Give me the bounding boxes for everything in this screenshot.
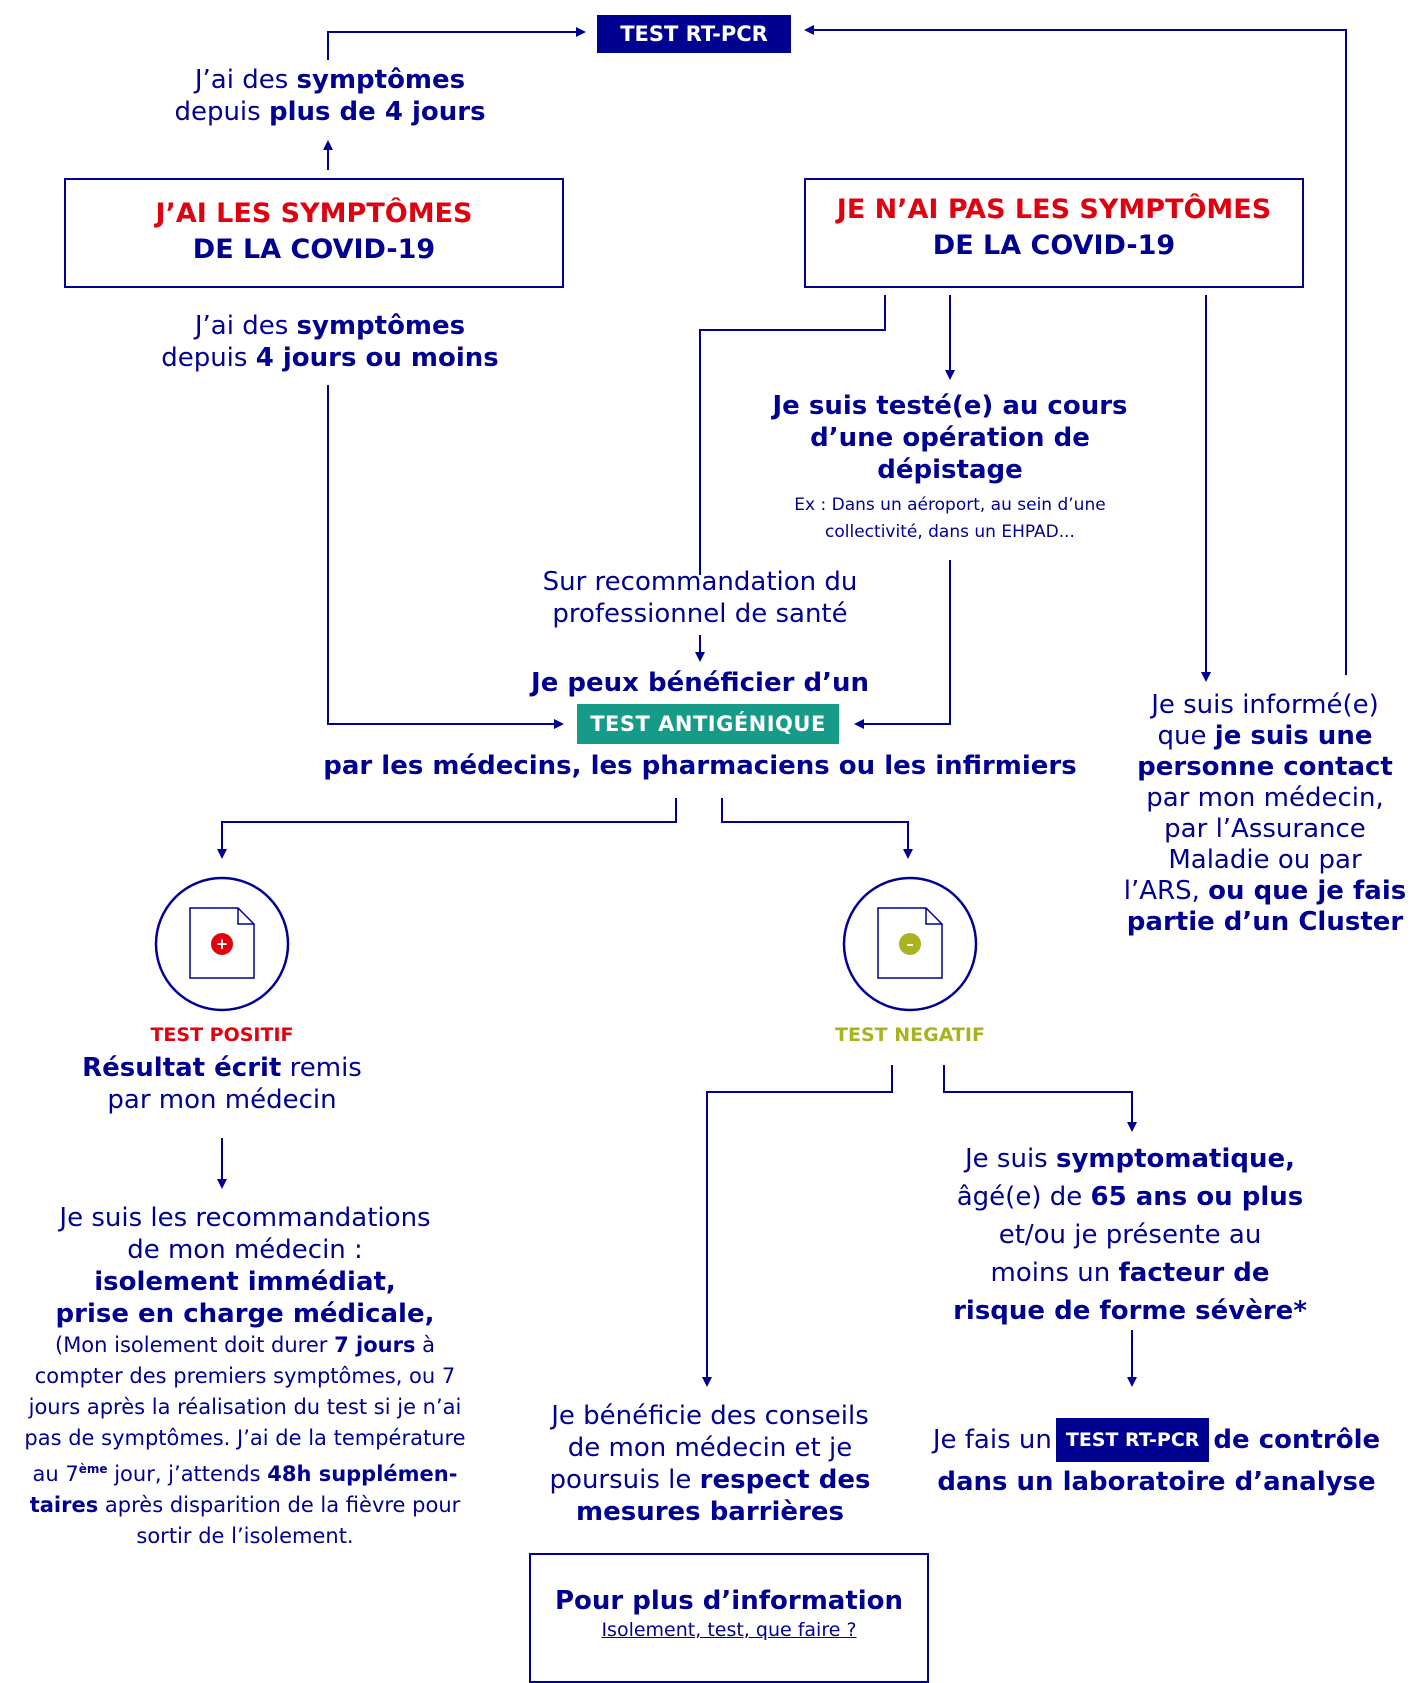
text: Ex : Dans un aéroport, au sein d’une xyxy=(794,495,1106,515)
box-has-symptoms: J’AI LES SYMPTÔMES DE LA COVID-19 xyxy=(64,178,564,288)
text: je suis une xyxy=(1214,721,1373,751)
text: collectivité, dans un EHPAD... xyxy=(825,522,1075,542)
text: par mon médecin, xyxy=(1146,783,1384,813)
negative-advice: Je bénéficie des conseils de mon médecin… xyxy=(510,1400,910,1528)
text: facteur de xyxy=(1118,1258,1270,1288)
text: Je fais un xyxy=(932,1425,1052,1455)
text: de contrôle xyxy=(1213,1425,1381,1455)
antigen-test-pill: TEST ANTIGÉNIQUE xyxy=(577,704,839,744)
text: jour, j’attends xyxy=(107,1462,268,1486)
text: ou que je fais xyxy=(1208,876,1407,906)
text: moins un xyxy=(990,1258,1119,1288)
text: d’une opération de xyxy=(810,423,1090,453)
text: Je suis xyxy=(964,1144,1056,1174)
text: par l’Assurance xyxy=(1164,814,1366,844)
text: à xyxy=(415,1333,435,1357)
rt-pcr-label: TEST RT-PCR xyxy=(620,22,768,46)
text: après disparition de la fièvre pour xyxy=(98,1493,461,1517)
text: et/ou je présente au xyxy=(998,1220,1262,1250)
screening-operation: Je suis testé(e) au cours d’une opératio… xyxy=(720,390,1180,546)
text: risque de forme sévère* xyxy=(953,1296,1307,1326)
text: depuis xyxy=(161,343,256,373)
risk-criteria: Je suis symptomatique, âgé(e) de 65 ans … xyxy=(920,1140,1340,1330)
text: compter des premiers symptômes, ou 7 xyxy=(34,1364,456,1388)
contact-person: Je suis informé(e) que je suis une perso… xyxy=(1115,690,1413,938)
text: poursuis le xyxy=(549,1465,700,1495)
text: sortir de l’isolement. xyxy=(136,1524,354,1548)
text: ème xyxy=(78,1462,108,1476)
box-no-symptoms: JE N’AI PAS LES SYMPTÔMES DE LA COVID-19 xyxy=(804,178,1304,288)
positive-symbol: + xyxy=(216,935,229,953)
text: symptômes xyxy=(296,311,466,341)
text: remis xyxy=(281,1053,362,1083)
text: depuis xyxy=(174,97,269,127)
text: taires xyxy=(29,1493,99,1517)
positive-document-icon: + xyxy=(154,876,290,1012)
text: personne contact xyxy=(1137,752,1393,782)
text: J’ai des xyxy=(194,65,297,95)
antigen-test-label: TEST ANTIGÉNIQUE xyxy=(590,712,826,736)
text: Je bénéficie des conseils xyxy=(551,1401,869,1431)
text: partie d’un Cluster xyxy=(1126,907,1404,937)
text: de mon médecin et je xyxy=(567,1433,853,1463)
symptoms-4-days-or-less: J’ai des symptômes depuis 4 jours ou moi… xyxy=(100,310,560,374)
negative-label: TEST NEGATIF xyxy=(835,1024,985,1046)
text: jours après la réalisation du test si je… xyxy=(28,1395,462,1419)
text: de mon médecin : xyxy=(127,1235,363,1265)
text: 7 jours xyxy=(334,1333,416,1357)
isolation-details: (Mon isolement doit durer 7 jours à comp… xyxy=(0,1330,490,1552)
text: Résultat écrit xyxy=(82,1053,282,1083)
negative-document-icon: – xyxy=(842,876,978,1012)
text: Je suis informé(e) xyxy=(1151,690,1379,720)
antigen-providers: par les médecins, les pharmaciens ou les… xyxy=(323,751,1077,781)
text: isolement immédiat, xyxy=(94,1267,396,1297)
text: plus de 4 jours xyxy=(268,97,486,127)
antigen-intro: Je peux bénéficier d’un xyxy=(531,668,869,698)
negative-symbol: – xyxy=(906,935,914,953)
positive-result: Résultat écrit remis par mon médecin xyxy=(52,1052,392,1116)
text: par mon médecin xyxy=(107,1085,337,1115)
text: que xyxy=(1157,721,1215,751)
positive-label: TEST POSITIF xyxy=(150,1024,294,1046)
text: J’ai des xyxy=(194,311,297,341)
box-has-symptoms-title: J’AI LES SYMPTÔMES xyxy=(155,198,473,229)
text: 48h supplémen- xyxy=(267,1462,458,1486)
text: 65 ans ou plus xyxy=(1090,1182,1304,1212)
text: Sur recommandation du xyxy=(542,567,858,597)
text: pas de symptômes. J’ai de la température xyxy=(24,1426,466,1450)
text: dans un laboratoire d’analyse xyxy=(937,1467,1376,1497)
text: professionnel de santé xyxy=(552,599,848,629)
text: symptomatique, xyxy=(1055,1144,1296,1174)
text: 4 jours ou moins xyxy=(255,343,499,373)
text: au 7 xyxy=(32,1462,79,1486)
positive-recommendations: Je suis les recommandations de mon médec… xyxy=(0,1202,490,1330)
rt-pcr-test-pill: TEST RT-PCR xyxy=(597,15,791,53)
text: âgé(e) de xyxy=(956,1182,1091,1212)
text: prise en charge médicale, xyxy=(55,1299,435,1329)
more-info-title: Pour plus d’information xyxy=(554,1586,904,1616)
text: Maladie ou par xyxy=(1168,845,1362,875)
box-no-symptoms-subtitle: DE LA COVID-19 xyxy=(932,230,1176,261)
box-has-symptoms-subtitle: DE LA COVID-19 xyxy=(192,234,436,265)
text: symptômes xyxy=(296,65,466,95)
text: (Mon isolement doit durer xyxy=(55,1333,335,1357)
text: l’ARS, xyxy=(1123,876,1209,906)
more-info-link[interactable]: Isolement, test, que faire ? xyxy=(601,1619,857,1641)
text: Je suis testé(e) au cours xyxy=(772,391,1128,421)
symptoms-over-4-days: J’ai des symptômes depuis plus de 4 jour… xyxy=(120,64,540,128)
text: respect des xyxy=(699,1465,871,1495)
text: Je suis les recommandations xyxy=(59,1203,431,1233)
more-info-box: Pour plus d’information Isolement, test,… xyxy=(529,1553,929,1683)
box-no-symptoms-title: JE N’AI PAS LES SYMPTÔMES xyxy=(836,194,1272,225)
text: mesures barrières xyxy=(576,1497,844,1527)
health-professional-recommendation: Sur recommandation du professionnel de s… xyxy=(480,566,920,630)
control-rt-pcr-pill: TEST RT-PCR xyxy=(1055,1418,1210,1462)
text: dépistage xyxy=(877,455,1023,485)
